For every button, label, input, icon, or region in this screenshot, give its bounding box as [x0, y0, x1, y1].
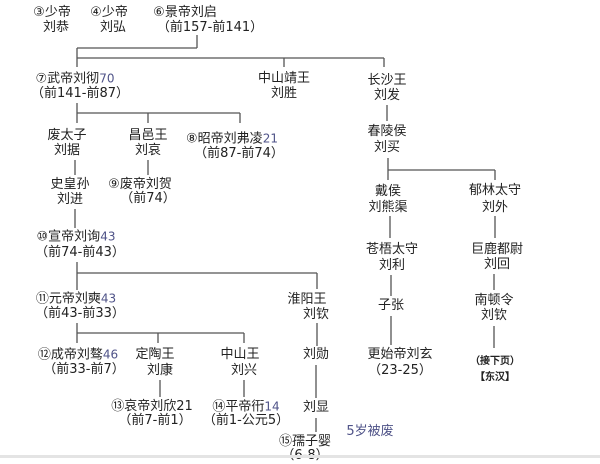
- node-subtitle: 刘哀: [134, 143, 162, 158]
- node-subtitle: 刘发: [373, 88, 401, 103]
- node-subtitle: （前74）: [120, 191, 176, 206]
- node-name: ④少帝: [90, 5, 128, 20]
- node-name: 苍梧太守: [365, 242, 419, 257]
- node-subtitle: 刘熊渠: [368, 200, 408, 215]
- node-name: 定陶王: [135, 347, 175, 362]
- node-name: 更始帝刘玄: [367, 347, 433, 362]
- node-title: 郁林太守: [469, 183, 521, 199]
- node-title: ⑥景帝刘启: [153, 5, 217, 21]
- node-title: ⑧昭帝刘弗凌21: [186, 131, 278, 148]
- node-title: 中山王: [220, 347, 259, 363]
- node-title: ⑭平帝衎14: [212, 399, 279, 416]
- node-title: ③少帝: [33, 5, 71, 21]
- node-subtitle: 刘兴: [230, 363, 258, 378]
- node-name: 中山靖王: [257, 71, 311, 86]
- node-title: 苍梧太守: [366, 242, 418, 258]
- node-name: 中山王: [220, 347, 260, 362]
- node-name: ③少帝: [33, 5, 71, 20]
- node-title: 戴侯: [375, 184, 401, 200]
- node-name: 春陵侯: [367, 124, 407, 139]
- node-subtitle: （前43-前33）: [35, 306, 125, 321]
- node-name: ⑦武帝刘彻: [35, 71, 100, 87]
- node-title: ⑫成帝刘骜46: [38, 347, 118, 364]
- node-title: 刘显: [303, 400, 329, 416]
- node-name: ⑩宣帝刘询: [36, 229, 101, 245]
- node-name: 刘勋: [302, 347, 330, 362]
- node-name: ⑬哀帝刘欣21: [111, 399, 193, 414]
- node-subtitle: 刘胜: [270, 86, 298, 101]
- node-title: 刘勋: [303, 347, 329, 363]
- node-name: 史皇孙: [50, 177, 90, 192]
- node-subtitle: 刘钦: [480, 308, 508, 323]
- node-title: ④少帝: [90, 5, 128, 21]
- node-title: ⑪元帝刘奭43: [36, 291, 116, 308]
- node-name: （接下页）: [470, 356, 520, 367]
- annotation-deposed: 5岁被废: [346, 424, 394, 439]
- node-title: 春陵侯: [367, 124, 406, 140]
- node-title: 昌邑王: [128, 128, 167, 144]
- reign-age-note: 43: [100, 229, 116, 244]
- node-subtitle: （23-25）: [368, 363, 432, 378]
- node-subtitle: 刘弘: [99, 20, 127, 35]
- node-subtitle: （前1-公元5）: [202, 413, 290, 428]
- node-title: 长沙王: [367, 73, 406, 89]
- node-name: 昌邑王: [128, 128, 168, 143]
- node-title: ⑦武帝刘彻70: [36, 71, 115, 88]
- node-subtitle: 刘康: [146, 363, 174, 378]
- node-subtitle: 刘外: [481, 200, 509, 215]
- reign-age-note: 14: [264, 399, 280, 414]
- node-title: ⑨废帝刘贺: [108, 177, 172, 193]
- node-title: 南顿令: [474, 293, 513, 309]
- node-subtitle: （前74-前43）: [35, 245, 125, 260]
- node-name: ⑥景帝刘启: [153, 5, 217, 20]
- node-subtitle: （前157-前141）: [156, 20, 264, 35]
- node-name: 淮阳王: [287, 292, 327, 307]
- node-title: 淮阳王: [287, 292, 326, 308]
- node-subtitle: 刘钦: [302, 307, 330, 322]
- node-subtitle: 刘恭: [42, 20, 70, 35]
- node-title: 更始帝刘玄: [367, 347, 432, 363]
- node-name: 长沙王: [367, 73, 407, 88]
- node-name: ⑧昭帝刘弗凌: [186, 131, 263, 147]
- reign-age-note: 46: [102, 347, 119, 362]
- node-name: 南顿令: [474, 293, 514, 308]
- reign-age-note: 43: [100, 291, 117, 306]
- node-subtitle: 刘回: [483, 257, 511, 272]
- node-subtitle: （前141-前87）: [30, 86, 130, 101]
- node-title: ⑬哀帝刘欣21: [111, 399, 193, 415]
- node-subtitle: 刘利: [378, 258, 406, 273]
- node-title: 史皇孙: [50, 177, 89, 193]
- node-name: 郁林太守: [468, 183, 522, 198]
- node-name: ⑮孺子婴: [278, 434, 332, 449]
- node-title: 子张: [378, 298, 404, 314]
- node-title: ⑩宣帝刘询43: [37, 229, 116, 246]
- node-subtitle: 刘据: [53, 143, 81, 158]
- reign-age-note: 21: [262, 131, 278, 146]
- node-subtitle: 【东汉】: [475, 372, 515, 383]
- node-name: 子张: [377, 298, 405, 313]
- node-subtitle: 刘买: [373, 140, 401, 155]
- node-name: 刘显: [302, 400, 330, 415]
- node-title: 废太子: [47, 128, 86, 144]
- node-name: ⑨废帝刘贺: [108, 177, 172, 192]
- node-name: 巨鹿都尉: [470, 242, 524, 257]
- node-subtitle: （前33-前7）: [43, 362, 125, 377]
- node-subtitle: （前7-前1）: [118, 413, 192, 428]
- node-title: ⑮孺子婴: [279, 434, 331, 450]
- node-title: （接下页）: [470, 354, 520, 370]
- node-title: 定陶王: [135, 347, 174, 363]
- node-title: 中山靖王: [258, 71, 310, 87]
- node-name: ⑭平帝衎: [212, 399, 265, 415]
- node-name: ⑫成帝刘骜: [37, 347, 103, 363]
- node-name: 戴侯: [374, 184, 402, 199]
- reign-age-note: 70: [99, 71, 115, 86]
- bottom-border: [0, 455, 600, 458]
- node-name: ⑪元帝刘奭: [35, 291, 101, 307]
- node-name: 废太子: [47, 128, 87, 143]
- node-subtitle: 刘进: [56, 192, 84, 207]
- node-title: 巨鹿都尉: [471, 242, 523, 258]
- node-subtitle: （前87-前74）: [194, 146, 284, 161]
